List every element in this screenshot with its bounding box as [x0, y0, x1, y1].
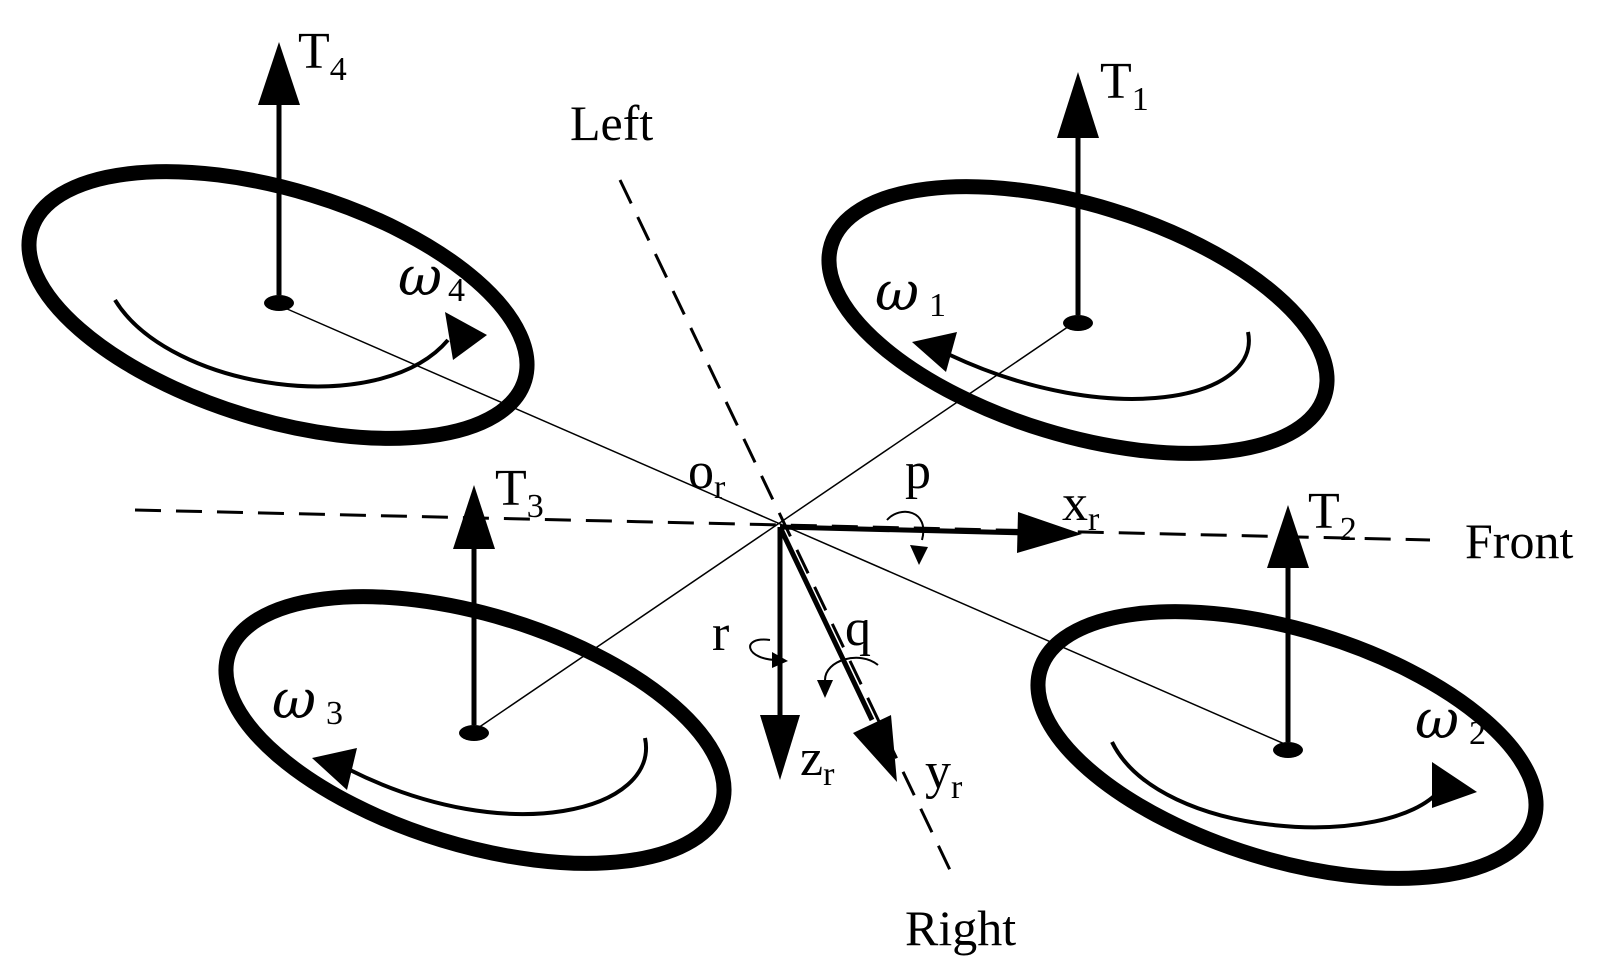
rotor-2-spin-arc [1110, 741, 1442, 830]
rotor-4-speed-label: ω [398, 245, 442, 308]
svg-text:T1: T1 [1100, 53, 1149, 118]
p-rate-label: p [905, 443, 931, 500]
q-rate-label: q [845, 600, 871, 657]
rotor-4-thrust-arrowhead [258, 42, 300, 105]
rotor-2-speed-sub: 2 [1469, 715, 1486, 752]
rotor-1-speed-label: ω [875, 260, 919, 323]
rotor-3-hub [459, 725, 489, 741]
x-axis-sub: r [1088, 501, 1100, 538]
arm-1-3 [474, 319, 1079, 731]
axis-labels: or xr zr yr p q r [688, 443, 1100, 806]
svg-text:T2: T2 [1308, 483, 1357, 548]
svg-text:xr: xr [1062, 475, 1100, 538]
rate-arrows [749, 510, 928, 698]
origin-sub: r [714, 469, 726, 506]
r-rate-arrowhead [772, 652, 788, 668]
rotor-1-thrust-arrowhead [1057, 72, 1099, 138]
rotor-1-speed-sub: 1 [929, 287, 946, 324]
rotor-1-spin-arrowhead [912, 332, 957, 372]
svg-text:T4: T4 [298, 23, 347, 88]
rotor-4-thrust-sub: 4 [330, 51, 347, 88]
r-rate-arc [749, 638, 779, 661]
rotor-3-spin-arrowhead [312, 748, 357, 790]
x-axis-arrowhead [1017, 512, 1082, 553]
rotor-3-spin-arc [349, 737, 649, 817]
q-rate-arc [824, 656, 879, 681]
svg-text:T3: T3 [495, 460, 544, 525]
x-axis-label: x [1062, 475, 1088, 532]
y-axis-sub: r [951, 769, 963, 806]
rotor-3-thrust-sub: 3 [527, 488, 544, 525]
svg-text:ω2: ω2 [1415, 688, 1486, 752]
p-rate-arc [886, 510, 925, 541]
svg-text:zr: zr [800, 730, 835, 793]
rotor-4-hub [264, 295, 294, 311]
z-axis-arrowhead [760, 715, 800, 780]
x-axis-shaft [779, 524, 1026, 536]
direction-labels: Left Right Front [570, 95, 1573, 956]
rotor-1-hub [1063, 315, 1093, 331]
rotor-1-thrust-sub: 1 [1132, 81, 1149, 118]
front-reference-line [134, 508, 1431, 542]
rotor-2-spin-arrowhead [1432, 762, 1477, 808]
y-axis-shaft [777, 525, 875, 722]
z-axis-sub: r [823, 756, 835, 793]
body-axes [760, 512, 1082, 782]
svg-text:ω3: ω3 [272, 668, 343, 732]
rotor-4-thrust-label: T [298, 23, 330, 80]
svg-text:ω4: ω4 [398, 245, 465, 309]
rotor-2-speed-label: ω [1415, 688, 1459, 751]
rotor-3-speed-sub: 3 [326, 695, 343, 732]
svg-text:ω1: ω1 [875, 260, 946, 324]
rotor-2-hub [1273, 742, 1303, 758]
svg-text:or: or [688, 443, 726, 506]
r-rate-label: r [712, 605, 729, 662]
rotor-4-speed-sub: 4 [448, 272, 465, 309]
p-rate-arrowhead [910, 545, 928, 565]
rotor-4-disc [21, 164, 535, 446]
y-axis-label: y [925, 743, 951, 800]
rotor-1-spin-arc [949, 331, 1251, 401]
right-direction-label: Right [905, 900, 1016, 956]
rotor-3-disc [218, 589, 732, 871]
rotor-3-thrust-label: T [495, 460, 527, 517]
left-direction-label: Left [570, 95, 653, 151]
rotor-4-spin-arrowhead [445, 312, 487, 360]
rotor-1-disc [821, 179, 1335, 461]
origin-label: o [688, 443, 714, 500]
rotor-2-thrust-sub: 2 [1340, 511, 1357, 548]
rotor-2-disc [1030, 604, 1544, 886]
rotor-3-thrust-arrowhead [453, 485, 495, 549]
svg-text:yr: yr [925, 743, 963, 806]
z-axis-label: z [800, 730, 823, 787]
rotor-2-thrust-arrowhead [1267, 505, 1309, 568]
rotor-1-thrust-label: T [1100, 53, 1132, 110]
front-direction-label: Front [1465, 513, 1573, 569]
rotor-3-speed-label: ω [272, 668, 316, 731]
rotor-2-thrust-label: T [1308, 483, 1340, 540]
rotor-4-spin-arc [113, 298, 450, 389]
q-rate-arrowhead [817, 680, 833, 698]
y-axis-arrowhead [853, 715, 897, 782]
